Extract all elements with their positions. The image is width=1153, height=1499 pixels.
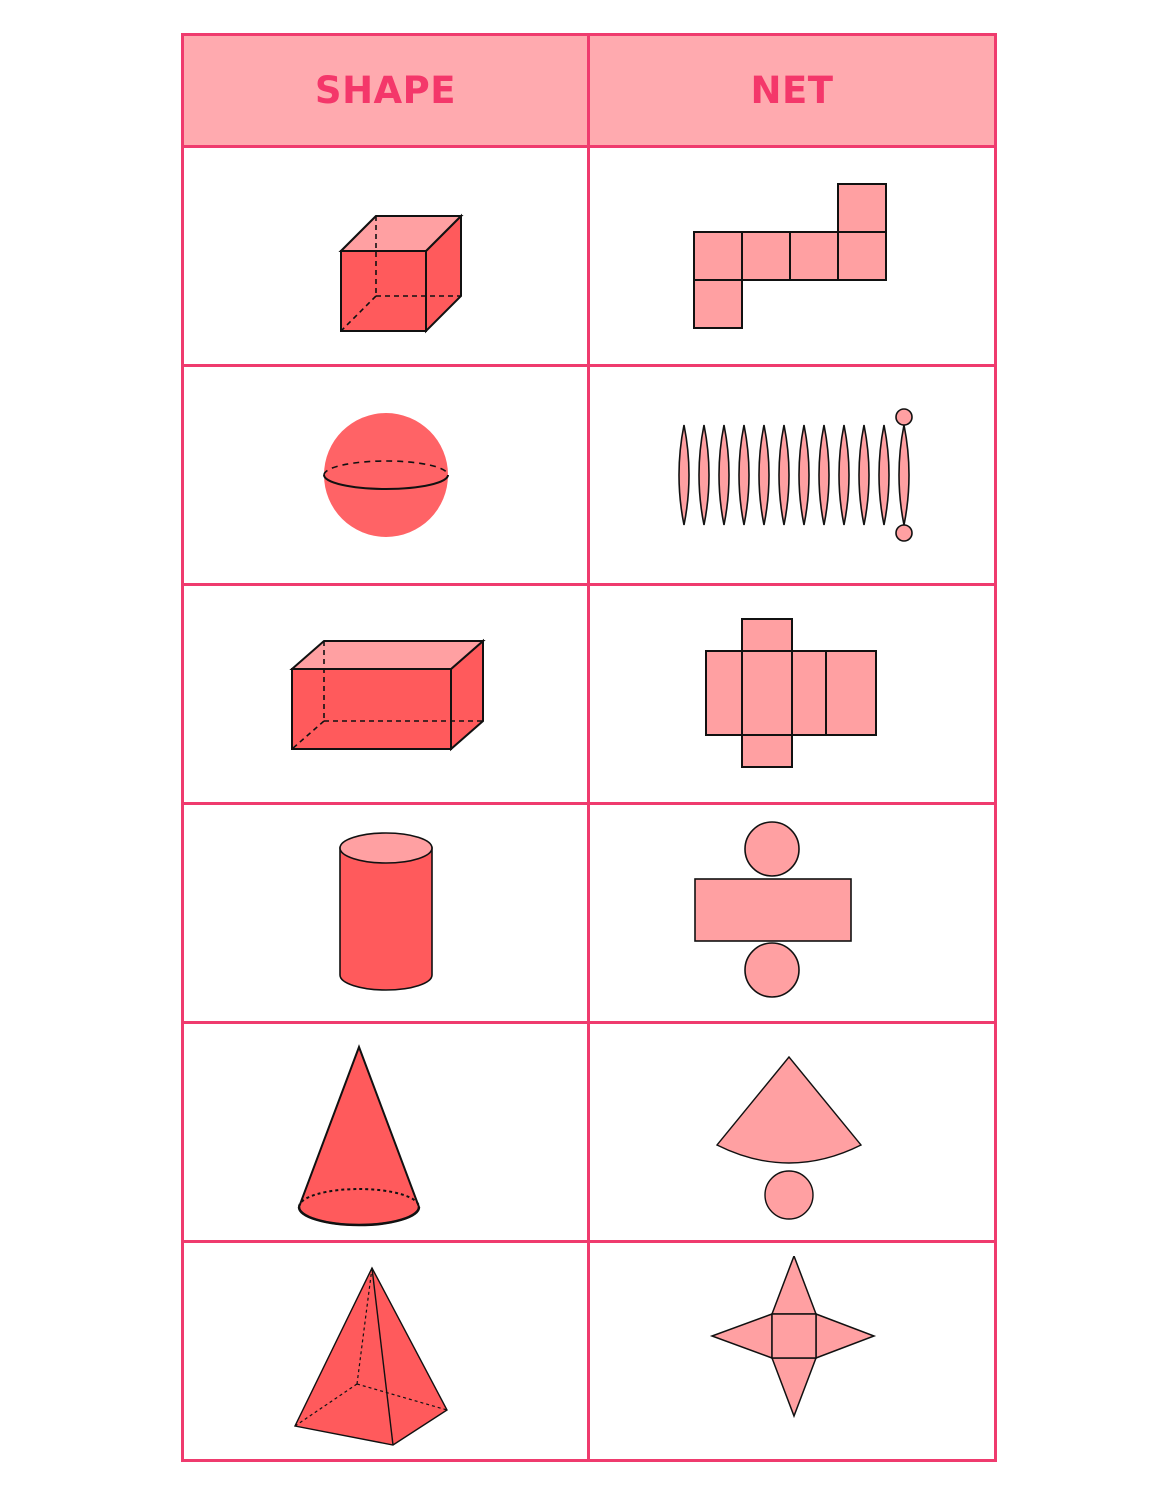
table-row [181,1021,997,1243]
cone-icon [297,1044,420,1227]
net-column-header: NET [587,33,997,148]
cylinder-icon [338,832,433,991]
shape-cell [181,802,590,1024]
table-header-row: SHAPE NET [181,33,997,148]
square-pyramid-net-icon [709,1256,877,1419]
square-pyramid-icon [293,1266,448,1446]
shape-cell [181,1240,590,1462]
sphere-icon [322,413,449,537]
sphere-net-icon [678,408,913,542]
net-cell [587,583,997,805]
shape-cell [181,364,590,586]
table-row [181,583,997,805]
net-cell [587,364,997,586]
net-cell [587,1021,997,1243]
rectangular-prism-net-icon [705,618,877,768]
shape-column-header: SHAPE [181,33,590,148]
net-cell [587,802,997,1024]
table-row [181,364,997,586]
net-cell [587,145,997,367]
cube-icon [338,213,463,334]
cone-net-icon [715,1055,863,1220]
shapes-and-nets-worksheet: SHAPE NET [181,33,997,1481]
cylinder-net-icon [694,821,852,998]
shapes-nets-table: SHAPE NET [181,33,997,1462]
shape-cell [181,1021,590,1243]
shape-cell [181,145,590,367]
net-cell [587,1240,997,1462]
table-row [181,802,997,1024]
rectangular-prism-icon [288,638,486,752]
cube-net-icon [693,183,887,329]
table-row [181,145,997,367]
table-row [181,1240,997,1462]
shape-cell [181,583,590,805]
